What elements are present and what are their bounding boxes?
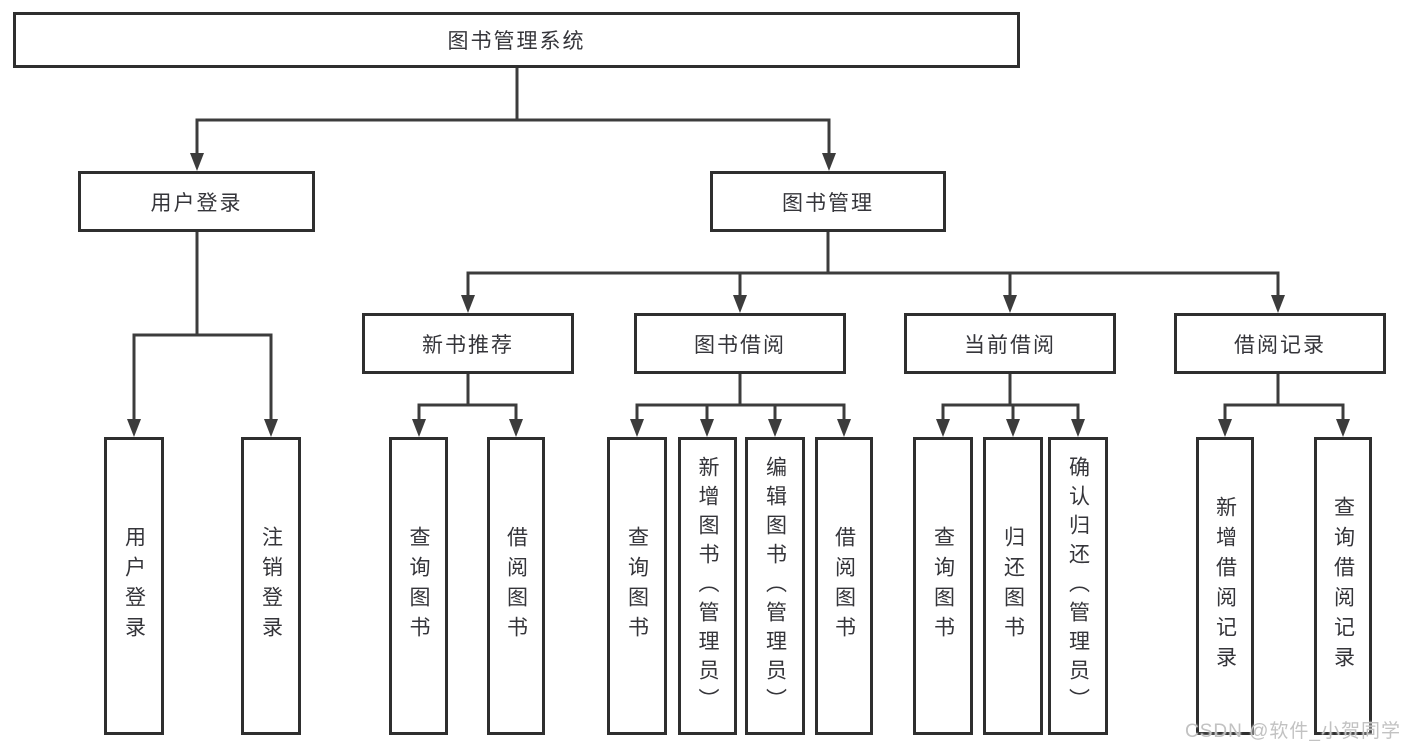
leaf-return-books: 归还图书 [983, 437, 1043, 735]
leaf-add-books-admin: 新增图书（管理员） [678, 437, 737, 735]
node-label: 当前借阅 [964, 333, 1056, 357]
leaf-add-borrow-record: 新增借阅记录 [1196, 437, 1254, 735]
node-label: 新增借阅记录 [1213, 496, 1237, 676]
node-label: 用户登录 [150, 191, 243, 215]
node-user-login: 用户登录 [78, 171, 315, 232]
node-label: 查询图书 [931, 526, 955, 646]
node-label: 编辑图书（管理员） [763, 455, 787, 717]
leaf-query-books-current: 查询图书 [913, 437, 973, 735]
node-label: 查询借阅记录 [1331, 496, 1355, 676]
node-label: 新书推荐 [422, 333, 514, 357]
node-label: 确认归还（管理员） [1066, 455, 1090, 717]
leaf-borrow-books-borrowing: 借阅图书 [815, 437, 873, 735]
leaf-user-login: 用户登录 [104, 437, 164, 735]
leaf-query-books-borrowing: 查询图书 [607, 437, 667, 735]
leaf-query-borrow-record: 查询借阅记录 [1314, 437, 1372, 735]
node-book-borrowing: 图书借阅 [634, 313, 846, 374]
node-borrowing-records: 借阅记录 [1174, 313, 1386, 374]
node-library-management-system: 图书管理系统 [13, 12, 1020, 68]
leaf-borrow-books-recommend: 借阅图书 [487, 437, 545, 735]
node-label: 借阅记录 [1234, 333, 1326, 357]
node-label: 图书管理 [782, 191, 874, 215]
leaf-edit-books-admin: 编辑图书（管理员） [745, 437, 805, 735]
node-label: 图书管理系统 [447, 30, 586, 53]
node-book-management: 图书管理 [710, 171, 946, 232]
node-label: 借阅图书 [504, 526, 528, 646]
leaf-logout-login: 注销登录 [241, 437, 301, 735]
node-label: 查询图书 [407, 526, 430, 646]
node-label: 图书借阅 [694, 333, 786, 357]
csdn-watermark: CSDN @软件_小贺同学 [1185, 721, 1401, 742]
node-label: 归还图书 [1001, 526, 1025, 646]
node-label: 借阅图书 [832, 526, 856, 646]
node-label: 查询图书 [625, 526, 649, 646]
node-new-book-recommendation: 新书推荐 [362, 313, 574, 374]
node-label: 新增图书（管理员） [696, 455, 719, 717]
node-label: 用户登录 [122, 526, 146, 646]
node-label: 注销登录 [259, 526, 283, 646]
leaf-query-books-recommend: 查询图书 [389, 437, 448, 735]
leaf-confirm-return-admin: 确认归还（管理员） [1048, 437, 1108, 735]
node-current-borrowing: 当前借阅 [904, 313, 1116, 374]
